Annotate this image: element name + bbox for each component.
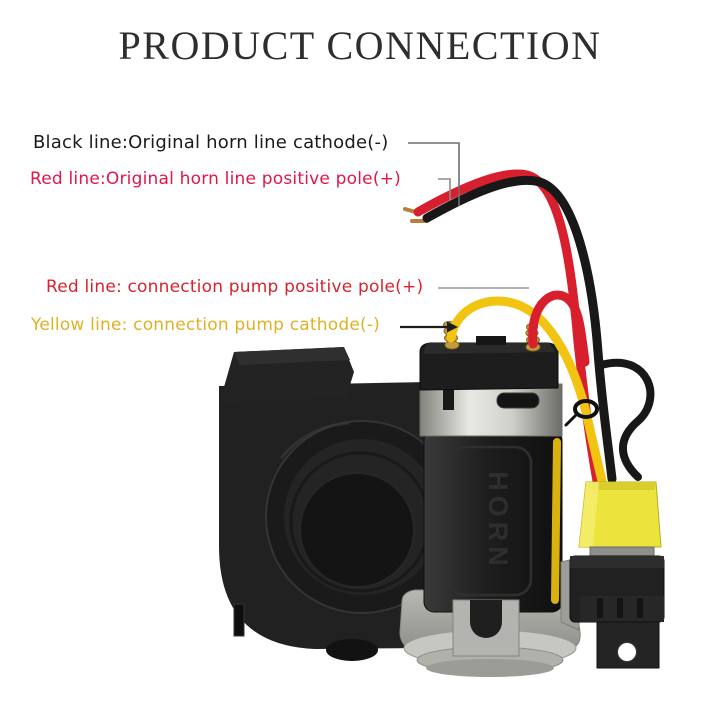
black-wire-loop [597,358,655,481]
wiring-harness [403,169,655,604]
annotation-red-horn-line: Red line:Original horn line positive pol… [30,169,401,189]
compressor-pump: HORN [419,336,563,657]
relay-mounting-hole [617,642,637,662]
leader-red-horn-line [438,178,451,200]
cable-tie-tail [564,412,579,427]
red-wire-pump-loop [528,290,590,367]
relay-socket-top-edge [586,482,656,490]
motor-cap-bump [476,336,506,345]
motor-band [419,383,563,437]
relay-rib [597,598,603,618]
annotation-yellow-pump-line: Yellow line: connection pump cathode(-) [31,315,380,335]
leader-lines [400,142,529,333]
rubber-pad-center [299,472,415,588]
pump-embossed-text: HORN [483,471,513,571]
motor-notch [443,386,454,410]
leader-black-line [408,142,460,206]
yellow-wire [446,296,607,486]
horn-trumpet [219,347,459,661]
motor-vent-slot [496,392,540,409]
horn-top-facet [234,347,350,365]
yellow-wire-behind-pump [551,438,561,604]
rubber-pad-highlight [279,421,350,459]
pump-panel [447,445,533,597]
leader-yellow-arrowhead [447,321,458,333]
bracket-u-notch [470,600,502,638]
relay-pins [589,546,655,557]
horn-outlet [326,639,378,661]
horn-slot-detail [233,603,245,637]
relay-body-top [570,556,664,568]
annotation-black-horn-line: Black line:Original horn line cathode(-) [33,132,389,153]
base-foot [426,659,554,677]
relay-rib [637,598,643,618]
annotation-red-pump-line: Red line: connection pump positive pole(… [46,277,424,297]
page-title: PRODUCT CONNECTION [118,23,602,68]
cable-tie [573,399,599,419]
relay-rib [617,598,623,618]
relay-socket-facet [579,482,599,547]
black-wire-long [422,175,617,484]
relay-assembly [560,481,665,669]
